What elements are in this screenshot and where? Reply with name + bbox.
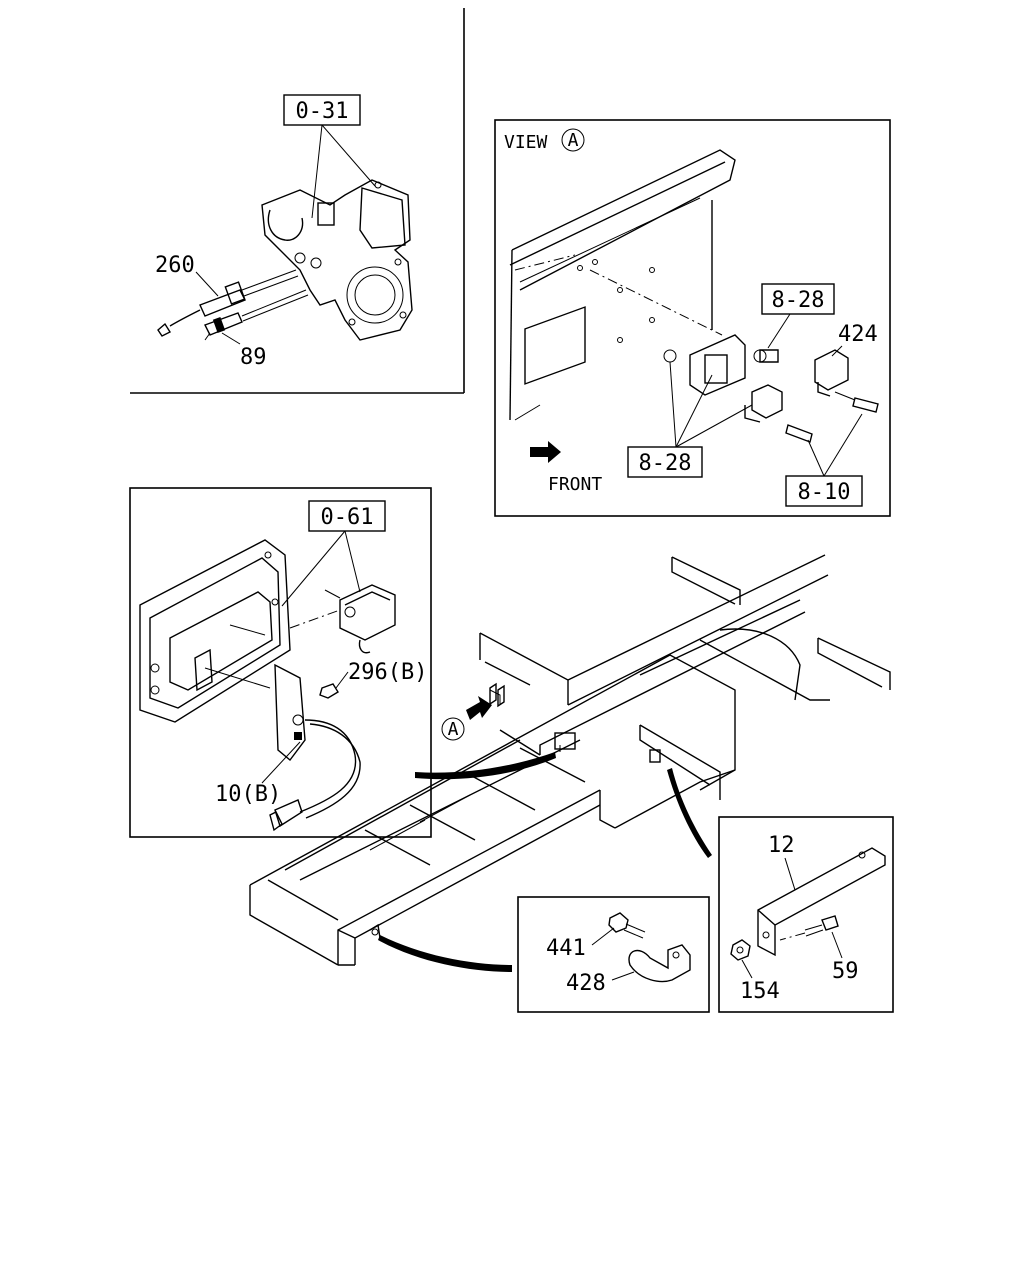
view-a-panel: VIEW A [494, 119, 891, 517]
clip-bolt-441 [608, 912, 646, 939]
relay-second [744, 384, 783, 423]
view-title: VIEW [504, 132, 548, 153]
callout-0-31: 0-31 [283, 94, 376, 219]
callout-label: 8-28 [772, 288, 825, 313]
front-arrow: FRONT [530, 441, 602, 495]
callout-0-61: 0-61 [281, 500, 386, 607]
callout-label: 89 [240, 345, 267, 370]
callout-260: 260 [155, 253, 219, 297]
callout-label: 10(B) [215, 782, 281, 807]
callout-8-28-top: 8-28 [761, 283, 835, 349]
callout-label: 260 [155, 253, 195, 278]
water-outlet-housing [261, 179, 413, 341]
nut-154 [730, 939, 751, 961]
callout-label: 8-28 [639, 451, 692, 476]
callout-8-28-mid: 8-28 [627, 361, 753, 478]
callout-label: 428 [566, 971, 606, 996]
front-label: FRONT [548, 474, 602, 495]
callout-label: 0-61 [321, 505, 374, 530]
bracket-12 [757, 847, 886, 957]
callout-label: 8-10 [798, 480, 851, 505]
relay-unit-0-61 [289, 584, 396, 654]
chassis-frame [249, 554, 891, 966]
callout-296b: 296(B) [335, 660, 427, 689]
chassis-rail-view-a [509, 149, 736, 421]
view-marker-letter: A [448, 719, 459, 740]
clip-panel: 441 428 [517, 896, 710, 1013]
relay-bracket [663, 334, 779, 396]
callout-89: 89 [221, 332, 267, 370]
callout-label: 59 [832, 959, 859, 984]
nut-296b [319, 683, 339, 699]
controller-panel: 0-61 296(B) 10(B) [129, 487, 432, 838]
view-a-marker: A [441, 696, 492, 741]
callout-label: 154 [740, 979, 780, 1004]
engine-panel: 0-31 260 89 [130, 8, 465, 394]
leader-swooshes [378, 752, 712, 972]
relay-424 [814, 349, 849, 397]
sensor-260 [157, 269, 299, 337]
controller-housing [139, 539, 291, 723]
callout-8-10: 8-10 [785, 413, 863, 507]
callout-label: 0-31 [296, 99, 349, 124]
callout-label: 296(B) [348, 660, 427, 685]
bracket-panel: 12 154 59 [718, 816, 894, 1013]
callout-10b: 10(B) [215, 741, 301, 807]
clip-428 [628, 944, 691, 983]
callout-label: 12 [768, 833, 795, 858]
callout-label: 441 [546, 936, 586, 961]
callout-label: 424 [838, 322, 878, 347]
view-letter: A [568, 130, 579, 151]
bolt-59 [779, 915, 839, 941]
sensor-89 [204, 289, 309, 341]
bolts-8-10 [785, 391, 879, 443]
harness-10b [269, 663, 361, 832]
callout-424: 424 [831, 322, 878, 357]
